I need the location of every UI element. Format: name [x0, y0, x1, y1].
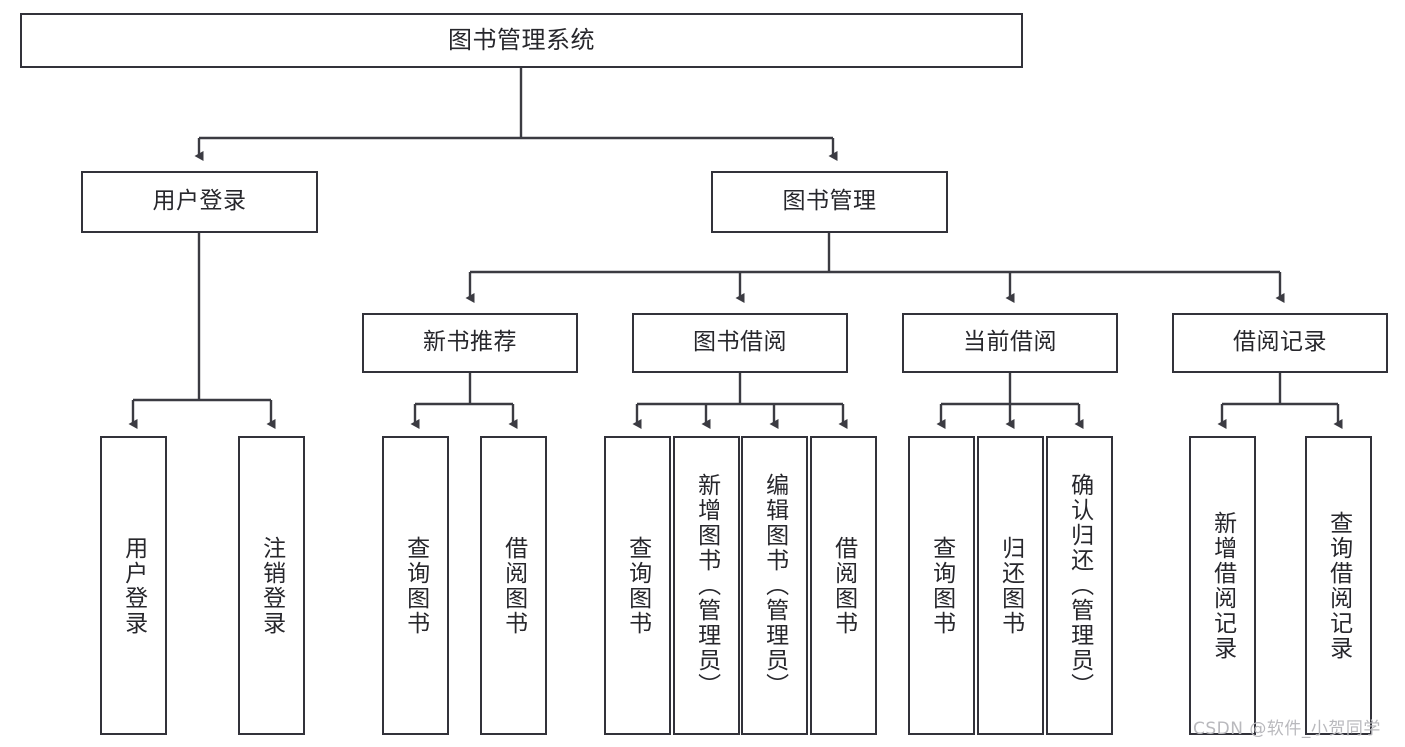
csdn-watermark: CSDN @软件_小贺同学 — [1193, 719, 1381, 739]
node-label: 借阅图书 — [830, 535, 857, 636]
node-label: 用户登录 — [152, 188, 247, 215]
node-label: 注销登录 — [258, 535, 285, 636]
node-label: 查询图书 — [928, 535, 955, 636]
node-label: 图书管理 — [782, 188, 877, 215]
node-label: 当前借阅 — [963, 329, 1057, 356]
node-book-management[interactable]: 图书管理 — [711, 171, 948, 233]
node-label: 图书借阅 — [693, 329, 787, 356]
node-leaf-add-borrow-record[interactable]: 新增借阅记录 — [1189, 436, 1256, 735]
node-leaf-query-borrow-record[interactable]: 查询借阅记录 — [1305, 436, 1372, 735]
node-leaf-add-book-admin[interactable]: 新增图书（管理员） — [673, 436, 740, 735]
node-label: 新增借阅记录 — [1209, 510, 1236, 661]
node-leaf-query-book-borrow[interactable]: 查询图书 — [604, 436, 671, 735]
node-leaf-borrow-book[interactable]: 借阅图书 — [810, 436, 877, 735]
node-label: 查询图书 — [402, 535, 429, 636]
node-leaf-return-book[interactable]: 归还图书 — [977, 436, 1044, 735]
node-current-borrow[interactable]: 当前借阅 — [902, 313, 1118, 373]
node-leaf-user-login[interactable]: 用户登录 — [100, 436, 167, 735]
node-label: 查询借阅记录 — [1325, 510, 1352, 661]
node-leaf-borrow-book-recommendation[interactable]: 借阅图书 — [480, 436, 547, 735]
node-label: 编辑图书（管理员） — [761, 473, 788, 698]
node-leaf-logout[interactable]: 注销登录 — [238, 436, 305, 735]
node-label: 新书推荐 — [423, 329, 517, 356]
node-label: 新增图书（管理员） — [693, 473, 720, 698]
node-leaf-query-book-current[interactable]: 查询图书 — [908, 436, 975, 735]
node-borrow-record[interactable]: 借阅记录 — [1172, 313, 1388, 373]
node-label: 借阅记录 — [1233, 329, 1327, 356]
node-user-login[interactable]: 用户登录 — [81, 171, 318, 233]
node-root-book-management-system[interactable]: 图书管理系统 — [20, 13, 1023, 68]
node-label: 图书管理系统 — [448, 26, 595, 55]
node-leaf-edit-book-admin[interactable]: 编辑图书（管理员） — [741, 436, 808, 735]
node-label: 查询图书 — [624, 535, 651, 636]
node-leaf-query-book-recommendation[interactable]: 查询图书 — [382, 436, 449, 735]
node-label: 用户登录 — [120, 535, 147, 636]
node-label: 借阅图书 — [500, 535, 527, 636]
node-new-book-recommendation[interactable]: 新书推荐 — [362, 313, 578, 373]
node-label: 确认归还（管理员） — [1066, 473, 1093, 698]
node-label: 归还图书 — [997, 535, 1024, 636]
node-book-borrow[interactable]: 图书借阅 — [632, 313, 848, 373]
node-leaf-confirm-return-admin[interactable]: 确认归还（管理员） — [1046, 436, 1113, 735]
